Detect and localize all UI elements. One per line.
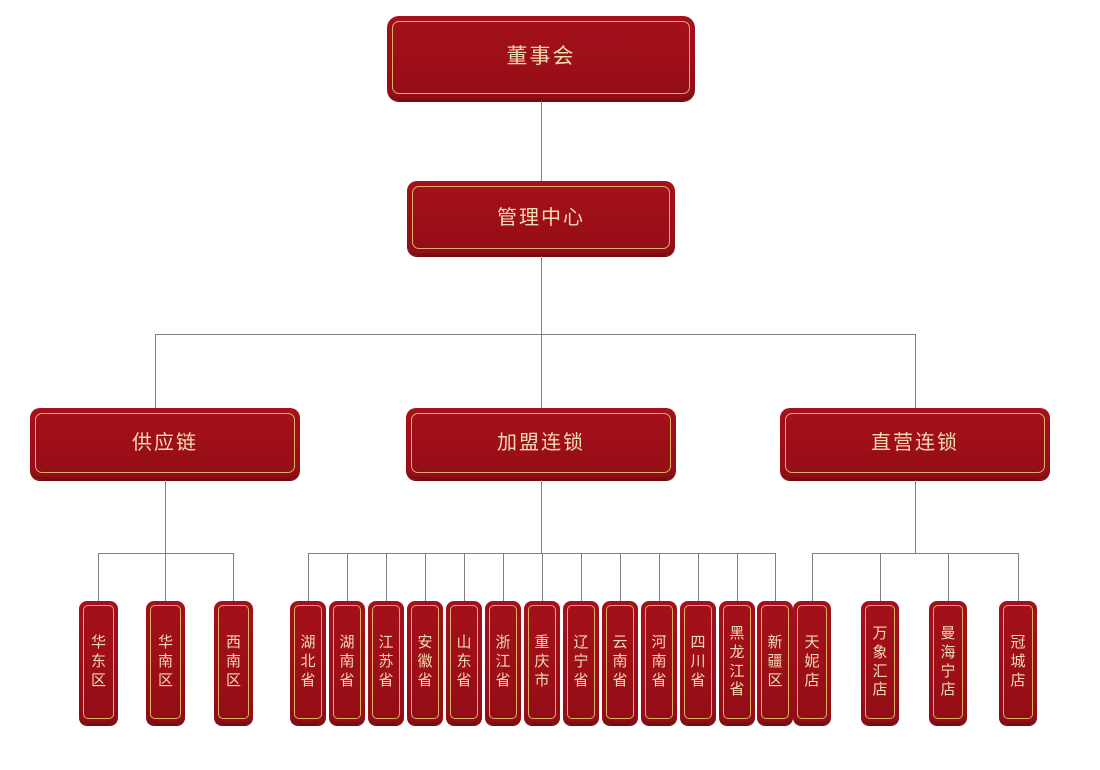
leaf-guancheng-store[interactable]: 冠城店	[999, 601, 1037, 725]
connector-direct-leaf-2	[880, 553, 881, 601]
leaf-hubei-province[interactable]: 湖北省	[290, 601, 326, 725]
leaf-label: 西南区	[226, 633, 242, 689]
leaf-hunan-province[interactable]: 湖南省	[329, 601, 365, 725]
connector-franchise-leaf-4	[425, 553, 426, 601]
leaf-label: 冠城店	[1010, 633, 1026, 689]
leaf-label: 安徽省	[417, 633, 433, 689]
leaf-label: 重庆市	[534, 633, 550, 689]
connector-franchise-leaf-8	[581, 553, 582, 601]
leaf-heilongjiang-province[interactable]: 黑龙江省	[719, 601, 755, 725]
node-direct-chain[interactable]: 直营连锁	[780, 408, 1050, 480]
leaf-label: 华南区	[158, 633, 174, 689]
node-supply-chain-label: 供应链	[132, 430, 198, 455]
leaf-label: 四川省	[690, 633, 706, 689]
connector-franchise-leaf-9	[620, 553, 621, 601]
connector-management-stem	[541, 256, 542, 334]
connector-franchise-chain-stem	[541, 480, 542, 553]
leaf-xinjiang-region[interactable]: 新疆区	[757, 601, 793, 725]
leaf-yunnan-province[interactable]: 云南省	[602, 601, 638, 725]
leaf-south-china-region[interactable]: 华南区	[146, 601, 185, 725]
leaf-manhaining-store[interactable]: 曼海宁店	[929, 601, 967, 725]
leaf-east-china-region[interactable]: 华东区	[79, 601, 118, 725]
connector-franchise-leaf-11	[698, 553, 699, 601]
connector-to-direct-chain	[915, 334, 916, 408]
connector-direct-leaf-4	[1018, 553, 1019, 601]
connector-supply-leaf-2	[165, 553, 166, 601]
connector-franchise-leaf-2	[347, 553, 348, 601]
leaf-label: 湖南省	[339, 633, 355, 689]
connector-to-supply-chain	[155, 334, 156, 408]
leaf-label: 云南省	[612, 633, 628, 689]
connector-direct-chain-stem	[915, 480, 916, 553]
connector-direct-chain-bus	[812, 553, 1019, 554]
leaf-label: 浙江省	[495, 633, 511, 689]
node-management-center-label: 管理中心	[497, 204, 585, 229]
leaf-label: 江苏省	[378, 633, 394, 689]
node-supply-chain[interactable]: 供应链	[30, 408, 300, 480]
connector-supply-leaf-1	[98, 553, 99, 601]
leaf-chongqing-city[interactable]: 重庆市	[524, 601, 560, 725]
leaf-label: 黑龙江省	[729, 624, 745, 699]
leaf-label: 万象汇店	[872, 624, 888, 699]
leaf-sichuan-province[interactable]: 四川省	[680, 601, 716, 725]
connector-franchise-leaf-6	[503, 553, 504, 601]
connector-supply-leaf-3	[233, 553, 234, 601]
leaf-label: 天妮店	[804, 633, 820, 689]
connector-to-franchise-chain	[541, 334, 542, 408]
connector-franchise-leaf-12	[737, 553, 738, 601]
node-management-center[interactable]: 管理中心	[407, 181, 675, 256]
node-franchise-chain[interactable]: 加盟连锁	[406, 408, 676, 480]
connector-franchise-leaf-3	[386, 553, 387, 601]
leaf-southwest-region[interactable]: 西南区	[214, 601, 253, 725]
leaf-jiangsu-province[interactable]: 江苏省	[368, 601, 404, 725]
connector-franchise-leaf-1	[308, 553, 309, 601]
connector-franchise-leaf-13	[775, 553, 776, 601]
connector-supply-chain-stem	[165, 480, 166, 553]
connector-franchise-chain-bus	[308, 553, 775, 554]
node-board-label: 董事会	[506, 44, 576, 69]
leaf-henan-province[interactable]: 河南省	[641, 601, 677, 725]
leaf-label: 华东区	[91, 633, 107, 689]
leaf-label: 河南省	[651, 633, 667, 689]
connector-direct-leaf-1	[812, 553, 813, 601]
leaf-zhejiang-province[interactable]: 浙江省	[485, 601, 521, 725]
leaf-shandong-province[interactable]: 山东省	[446, 601, 482, 725]
leaf-liaoning-province[interactable]: 辽宁省	[563, 601, 599, 725]
connector-franchise-leaf-7	[542, 553, 543, 601]
leaf-label: 山东省	[456, 633, 472, 689]
node-direct-chain-label: 直营连锁	[871, 430, 959, 455]
leaf-label: 湖北省	[300, 633, 316, 689]
connector-division-bus	[155, 334, 916, 335]
leaf-anhui-province[interactable]: 安徽省	[407, 601, 443, 725]
leaf-label: 辽宁省	[573, 633, 589, 689]
connector-direct-leaf-3	[948, 553, 949, 601]
node-franchise-chain-label: 加盟连锁	[497, 430, 585, 455]
connector-franchise-leaf-5	[464, 553, 465, 601]
node-board[interactable]: 董事会	[387, 16, 695, 101]
leaf-label: 新疆区	[767, 633, 783, 689]
leaf-tianni-store[interactable]: 天妮店	[793, 601, 831, 725]
leaf-label: 曼海宁店	[940, 624, 956, 699]
connector-franchise-leaf-10	[659, 553, 660, 601]
leaf-wanxianghui-store[interactable]: 万象汇店	[861, 601, 899, 725]
connector-board-to-management	[541, 101, 542, 181]
